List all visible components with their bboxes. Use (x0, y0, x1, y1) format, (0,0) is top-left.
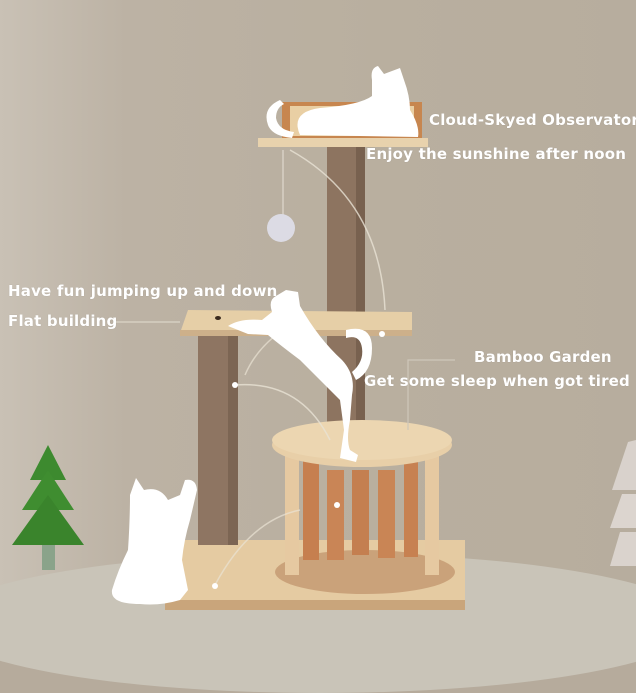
label-bottom-title: Bamboo Garden (474, 348, 612, 366)
bamboo-garden-cage (272, 420, 455, 594)
cat-silhouette-sitting (111, 478, 197, 605)
pine-tree-decoration (12, 445, 84, 570)
label-middle-title: Have fun jumping up and down (8, 282, 278, 300)
label-top-subtitle: Enjoy the sunshine after noon (366, 145, 627, 163)
white-tree-decoration (610, 440, 636, 566)
label-bottom-subtitle: Get some sleep when got tired (364, 372, 630, 390)
cat-silhouette-jumping (228, 290, 372, 462)
cat-silhouette-lying (266, 66, 419, 138)
label-top-title: Cloud-Skyed Observatory (429, 111, 636, 129)
cat-tree-illustration (12, 66, 636, 610)
label-middle-subtitle: Flat building (8, 312, 118, 330)
